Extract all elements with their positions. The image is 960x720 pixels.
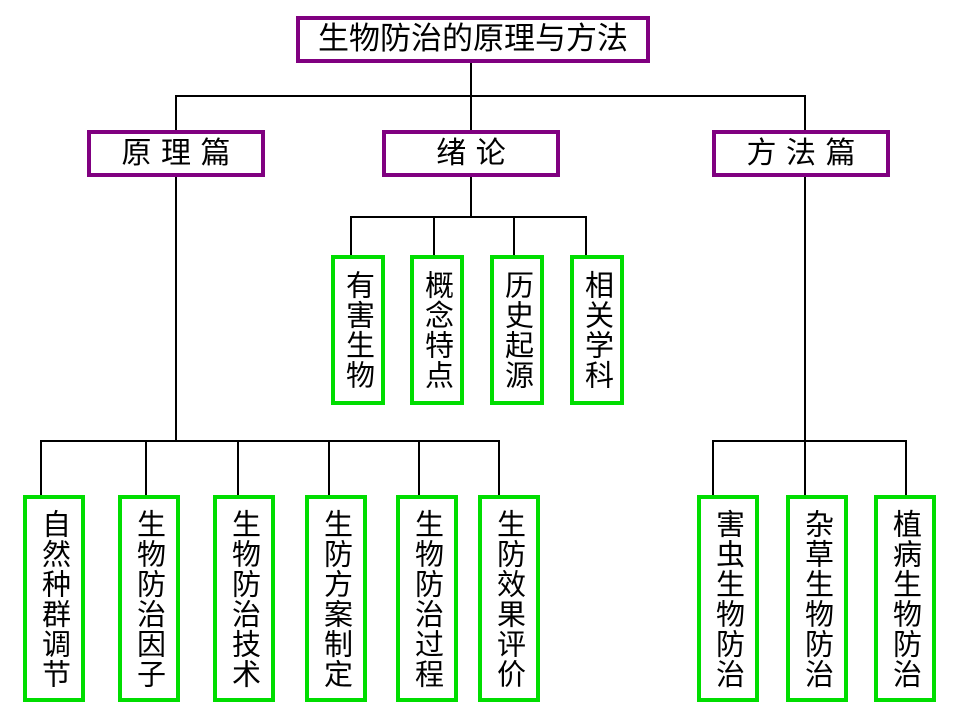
leaf-node-principle-4-label: 生防方案制定	[319, 508, 354, 689]
leaf-node-intro-1-label: 有害生物	[341, 270, 376, 390]
leaf-node-method-2-label: 杂草生物防治	[800, 508, 835, 689]
leaf-node-intro-2[interactable]: 概念特点	[410, 255, 464, 405]
leaf-node-method-3-label: 植病生物防治	[888, 508, 923, 689]
connector-principle-drop-2	[145, 440, 147, 495]
connector-principle-drop-3	[237, 440, 239, 495]
branch-node-principle-label: 原 理 篇	[121, 135, 231, 171]
connector-drop-principle	[175, 95, 177, 131]
connector-intro-drop-1	[350, 216, 352, 255]
connector-principle-drop-6	[498, 440, 500, 495]
leaf-node-intro-4-label: 相关学科	[580, 270, 615, 390]
leaf-node-principle-4[interactable]: 生防方案制定	[305, 495, 367, 702]
leaf-node-principle-2[interactable]: 生物防治因子	[118, 495, 180, 702]
connector-intro-stem	[470, 177, 472, 216]
leaf-node-principle-2-label: 生物防治因子	[132, 508, 167, 689]
connector-method-bus	[712, 440, 905, 442]
connector-method-drop-3	[905, 440, 907, 495]
leaf-node-intro-3-label: 历史起源	[500, 270, 535, 390]
connector-drop-intro	[470, 95, 472, 131]
branch-node-method-label: 方 法 篇	[746, 135, 856, 171]
leaf-node-principle-6[interactable]: 生防效果评价	[478, 495, 540, 702]
leaf-node-principle-5-label: 生物防治过程	[410, 508, 445, 689]
connector-intro-drop-3	[513, 216, 515, 255]
connector-principle-drop-4	[328, 440, 330, 495]
leaf-node-intro-4[interactable]: 相关学科	[570, 255, 624, 405]
leaf-node-method-1-label: 害虫生物防治	[711, 508, 746, 689]
leaf-node-principle-5[interactable]: 生物防治过程	[396, 495, 458, 702]
connector-intro-drop-2	[433, 216, 435, 255]
root-node[interactable]: 生物防治的原理与方法	[296, 16, 650, 63]
branch-node-intro-label: 绪 论	[436, 135, 506, 171]
connector-principle-drop-5	[418, 440, 420, 495]
branch-node-principle[interactable]: 原 理 篇	[87, 130, 265, 177]
leaf-node-principle-6-label: 生防效果评价	[492, 508, 527, 689]
connector-principle-drop-1	[40, 440, 42, 495]
leaf-node-intro-3[interactable]: 历史起源	[490, 255, 544, 405]
connector-intro-bus	[350, 216, 585, 218]
leaf-node-principle-3[interactable]: 生物防治技术	[213, 495, 275, 702]
connector-intro-drop-4	[585, 216, 587, 255]
leaf-node-intro-2-label: 概念特点	[420, 270, 455, 390]
connector-principle-stem	[175, 177, 177, 440]
leaf-node-method-2[interactable]: 杂草生物防治	[786, 495, 848, 702]
connector-method-stem	[804, 177, 806, 440]
connector-principle-bus	[40, 440, 498, 442]
connector-drop-method	[804, 95, 806, 131]
connector-method-drop-2	[804, 440, 806, 495]
leaf-node-principle-1[interactable]: 自然种群调节	[23, 495, 85, 702]
branch-node-method[interactable]: 方 法 篇	[712, 130, 890, 177]
connector-method-drop-1	[712, 440, 714, 495]
connector-level2-bus	[175, 95, 805, 97]
connector-root-stem	[470, 63, 472, 96]
root-node-label: 生物防治的原理与方法	[318, 21, 628, 57]
leaf-node-method-3[interactable]: 植病生物防治	[874, 495, 936, 702]
leaf-node-intro-1[interactable]: 有害生物	[331, 255, 385, 405]
leaf-node-principle-3-label: 生物防治技术	[227, 508, 262, 689]
leaf-node-method-1[interactable]: 害虫生物防治	[697, 495, 759, 702]
leaf-node-principle-1-label: 自然种群调节	[37, 508, 72, 689]
branch-node-intro[interactable]: 绪 论	[382, 130, 560, 177]
